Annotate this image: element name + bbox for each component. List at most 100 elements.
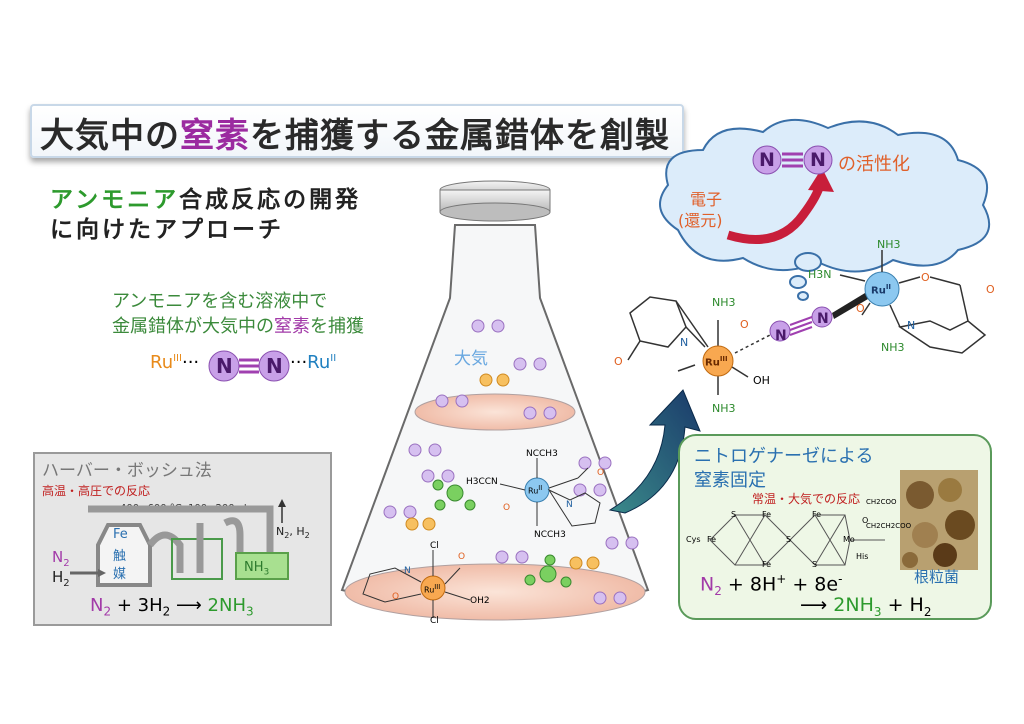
nit-eq-h: + 8H xyxy=(721,573,777,596)
nit-eq-n: N xyxy=(700,573,715,596)
ru-formula-right: ···RuII xyxy=(290,352,336,373)
haber-eq-arrow: ⟶ xyxy=(176,595,202,616)
cluster-s3: S xyxy=(812,560,818,569)
femo-cofactor-structure xyxy=(709,514,885,566)
ru-dots-left: ··· xyxy=(181,352,200,373)
flask-to-complex-arrow xyxy=(608,389,701,514)
ammonia-word: アンモニア xyxy=(50,187,180,213)
o2-small-3 xyxy=(569,556,600,570)
title-highlight: 窒素 xyxy=(180,116,250,156)
fc1-ru-symbol: Ru xyxy=(528,486,539,496)
fc2-ru-sup: III xyxy=(434,583,441,591)
n2-small-5 xyxy=(408,443,442,457)
cluster-fe4: Fe xyxy=(762,560,772,569)
haber-input-h2: H2 xyxy=(52,568,70,589)
catalyst-char1: 触 xyxy=(113,549,127,564)
haber-output: N2, H2 xyxy=(276,525,310,540)
thought-cloud xyxy=(659,118,991,301)
input-n-symbol: N xyxy=(52,548,64,566)
nit-eq-h2-sub: 2 xyxy=(923,604,932,619)
catalyst-fe: Fe xyxy=(113,527,128,542)
atom-o-left1: O xyxy=(740,318,749,331)
root-nodule-label: 根粒菌 xyxy=(914,568,960,586)
ru-ii-symbol: Ru xyxy=(871,285,886,297)
input-h-sub: 2 xyxy=(63,578,70,589)
n2-right-atom: N xyxy=(266,354,283,378)
cluster-o: O xyxy=(862,516,869,525)
nit-eq-arrow: ⟶ xyxy=(800,594,828,616)
atom-oh: OH xyxy=(753,374,770,387)
n2-small-3 xyxy=(435,394,469,408)
flask-complex-ru3 xyxy=(362,550,471,618)
flask-molecules xyxy=(383,319,639,605)
flask-air-label: 大気 xyxy=(454,349,488,369)
cluster-his: His xyxy=(856,552,869,561)
n2-small-8 xyxy=(383,505,417,519)
out-h-sub: 2 xyxy=(304,531,310,541)
haber-eq-nh: 2NH xyxy=(207,595,246,616)
subtitle-rest: 合成反応の開発 xyxy=(179,187,362,213)
n2-small-7 xyxy=(421,469,455,483)
n2-molecule-cloud xyxy=(752,145,833,175)
haber-apparatus xyxy=(70,499,289,587)
n2-small-9 xyxy=(495,550,529,564)
o2-small-2 xyxy=(405,517,436,531)
nit-eq-e-sup: - xyxy=(838,572,843,586)
n2-small-11 xyxy=(593,591,627,605)
n2-small-1 xyxy=(471,319,505,333)
cluster-s1: S xyxy=(731,510,737,519)
cloud-n-right: N xyxy=(810,149,826,171)
fc2-oh2: OH2 xyxy=(470,596,490,606)
atom-ru-iii: RuIII xyxy=(705,355,728,368)
atom-nh3-bottom-right: NH3 xyxy=(881,341,905,354)
product-sub: 3 xyxy=(263,567,270,578)
cluster-ch2coo: CH2COO xyxy=(866,498,897,506)
fc1-ru-sup: II xyxy=(538,484,543,492)
n2-left-atom: N xyxy=(216,354,233,378)
fc2-o1: O xyxy=(458,552,466,562)
product-nh: NH xyxy=(244,560,264,575)
ru-left-sup: III xyxy=(173,353,182,364)
nitrogenase-condition: 常温・大気での反応 xyxy=(752,492,861,506)
fc1-ncch3-top: NCCH3 xyxy=(526,449,558,459)
atom-nh3-left-top: NH3 xyxy=(712,296,736,309)
haber-eq-n-sub: 2 xyxy=(103,604,112,619)
cluster-ch2ch2coo: CH2CH2COO xyxy=(866,522,912,530)
capture-line2: 金属錯体が大気中の窒素を捕獲 xyxy=(112,312,364,338)
title-part1: 大気中の xyxy=(40,116,180,156)
fc2-cl-bottom: Cl xyxy=(430,616,439,626)
title-part2: を捕獲する金属錯体を創製 xyxy=(250,116,670,156)
capture-line1: アンモニアを含む溶液中で xyxy=(112,291,328,312)
cluster-s2: S xyxy=(786,535,792,544)
n2-small-10 xyxy=(605,536,639,550)
out-n: N xyxy=(276,525,285,538)
haber-input-n2: N2 xyxy=(52,548,70,569)
cloud-activation: の活性化 xyxy=(838,154,910,175)
capture-line2-a: 金属錯体が大気中の xyxy=(112,316,274,337)
title-box xyxy=(30,104,684,158)
nitrogenase-title1: ニトロゲナーゼによる xyxy=(694,446,874,467)
cluster-fe1: Fe xyxy=(707,535,717,544)
fc2-n: N xyxy=(404,566,411,576)
haber-equation: N2 + 3H2 ⟶ 2NH3 xyxy=(90,595,254,619)
subtitle-line1: アンモニア合成反応の開発 xyxy=(50,180,361,214)
nit-eq-nh-sub: 3 xyxy=(873,604,882,619)
ru-iii-symbol: Ru xyxy=(705,357,720,369)
atom-ru-ii: RuII xyxy=(871,283,891,296)
haber-eq-h: + 3H xyxy=(111,595,163,616)
haber-product-nh3: NH3 xyxy=(244,560,269,578)
o2-small-1 xyxy=(479,373,510,387)
nit-eq-e: + 8e xyxy=(786,573,839,596)
fc1-h3ccn: H3CCN xyxy=(466,477,498,487)
n2-small-6 xyxy=(578,456,612,470)
cloud-reduction: (還元) xyxy=(678,211,723,230)
ammonia-molecule-1 xyxy=(432,479,476,511)
input-h-symbol: H xyxy=(52,568,64,586)
atom-o-mid: O xyxy=(856,302,865,315)
nitrogenase-equation-line2: ⟶ 2NH3 + H2 xyxy=(800,594,931,619)
n2-small-4 xyxy=(523,406,557,420)
cloud-electron: 電子 xyxy=(690,190,723,209)
ru-formula: RuIII··· xyxy=(150,352,199,373)
ru-right: Ru xyxy=(307,352,331,373)
atom-o-right1: O xyxy=(921,271,930,284)
